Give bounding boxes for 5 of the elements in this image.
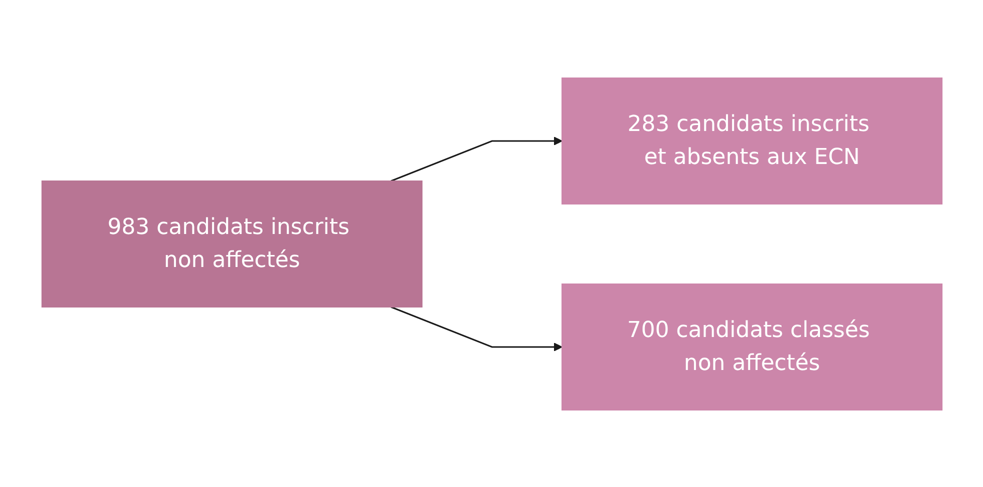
node-box: 283 candidats inscrits et absents aux ECN [561,77,942,204]
arrow [390,306,562,351]
arrow [390,136,562,182]
node-box: 700 candidats classés non affectés [561,283,942,410]
node-box: 983 candidats inscrits non affectés [41,180,422,307]
